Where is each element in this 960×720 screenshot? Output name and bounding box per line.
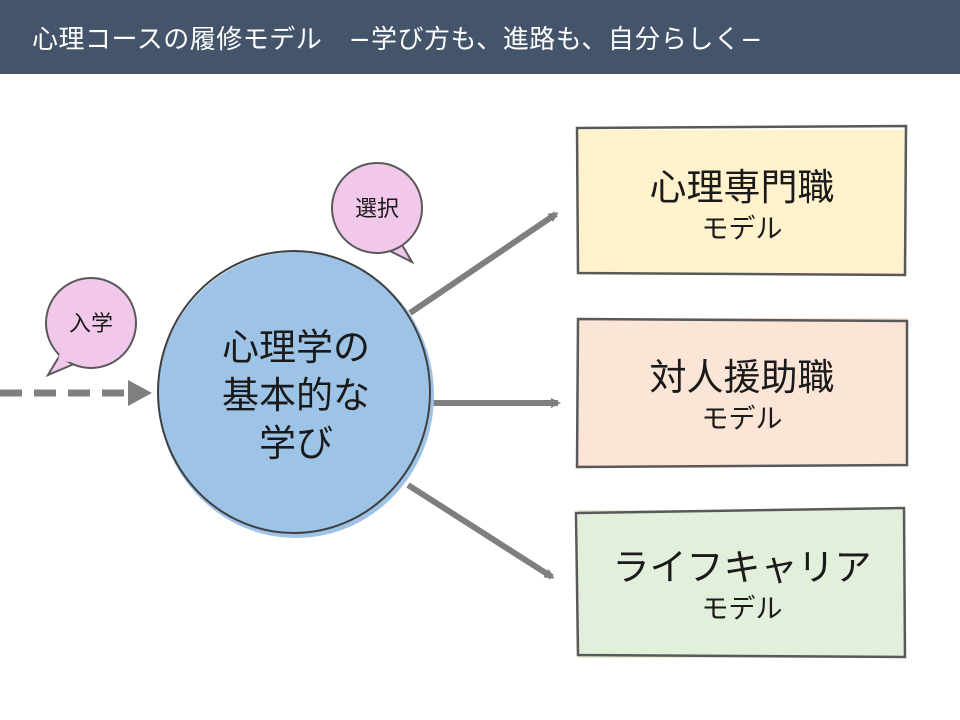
model-1-subtitle: モデル xyxy=(702,214,783,245)
center-line-3: 学び xyxy=(259,422,333,465)
arrow-to-model-3 xyxy=(406,482,555,580)
model-3-subtitle: モデル xyxy=(702,594,783,625)
page-title: 心理コースの履修モデル −学び方も、進路も、自分らしく− xyxy=(32,24,763,55)
center-line-1: 心理学の xyxy=(222,326,370,369)
model-3-title: ライフキャリア xyxy=(613,546,872,589)
model-box-helping-profession: 対人援助職 モデル xyxy=(575,317,909,469)
select-bubble: 選択 xyxy=(331,162,423,265)
enroll-arrow xyxy=(0,380,152,406)
enroll-bubble: 入学 xyxy=(45,277,137,378)
model-2-subtitle: モデル xyxy=(702,404,783,435)
model-box-life-career: ライフキャリア モデル xyxy=(574,506,907,659)
select-label: 選択 xyxy=(355,197,399,222)
center-line-2: 基本的な xyxy=(222,374,370,417)
foundation-circle: 心理学の 基本的な 学び xyxy=(157,250,434,538)
header-bar: 心理コースの履修モデル −学び方も、進路も、自分らしく− xyxy=(0,0,960,74)
arrow-to-model-1 xyxy=(408,211,559,316)
model-box-psych-professional: 心理専門職 モデル xyxy=(575,124,908,277)
model-2-title: 対人援助職 xyxy=(650,356,835,399)
enroll-label: 入学 xyxy=(69,312,113,337)
model-1-title: 心理専門職 xyxy=(650,166,835,209)
